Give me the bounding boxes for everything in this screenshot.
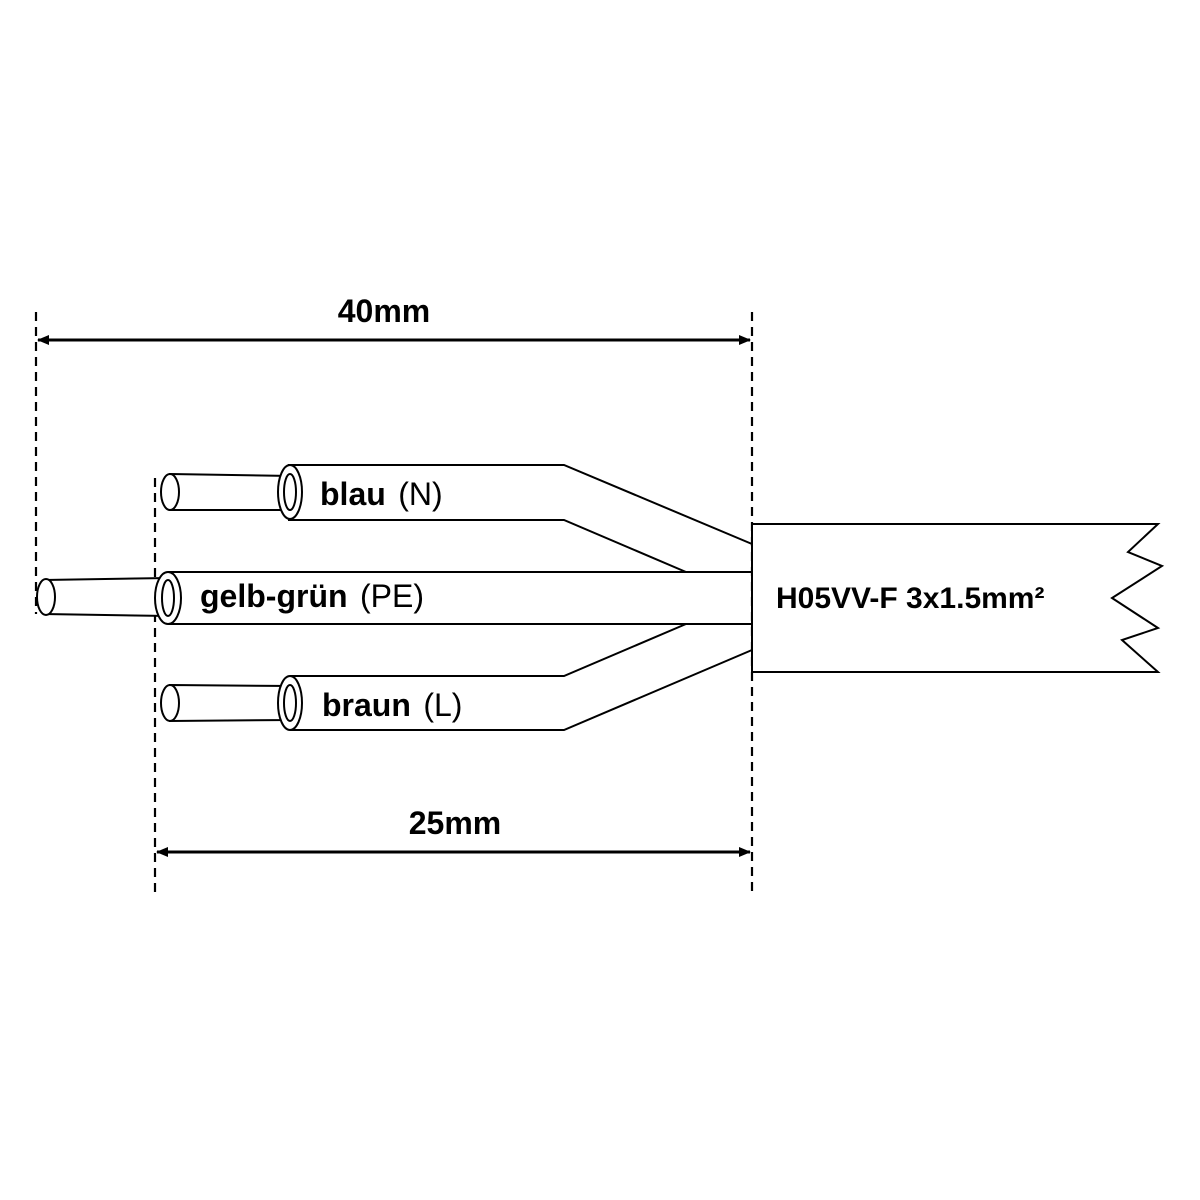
wire-brown-insulation-end-outer [277, 675, 303, 731]
wire-brown-live: braun (L) [160, 623, 753, 731]
wire-blue-insulation [288, 464, 753, 573]
dimension-label-25mm: 25mm [409, 805, 502, 841]
wire-brown-insulation [290, 623, 753, 731]
cable-jacket [751, 523, 1165, 673]
cable-type-label: H05VV-F 3x1.5mm² [776, 582, 1044, 615]
wire-brown-conductor [169, 683, 293, 723]
wire-brown-label: braun (L) [322, 687, 462, 723]
wire-blue-insulation-end-inner [283, 473, 297, 511]
wire-pe-insulation-end-outer [154, 571, 182, 625]
wire-pe-insulation-end-inner [161, 579, 175, 617]
dimension-label-40mm: 40mm [338, 293, 431, 329]
wire-pe-conductor [43, 576, 169, 618]
wire-blue-conductor [169, 472, 293, 511]
wire-pe-label: gelb-grün (PE) [200, 578, 424, 614]
wire-brown-conductor-tip [160, 684, 180, 722]
wire-brown-insulation-end-inner [283, 684, 297, 722]
wire-blue-label: blau (N) [320, 476, 443, 512]
wire-blue-conductor-tip [160, 473, 180, 511]
wire-blue-neutral: blau (N) [160, 464, 753, 573]
wire-pe-conductor-tip [36, 578, 56, 616]
wire-green-yellow-earth: gelb-grün (PE) [36, 571, 752, 625]
wire-blue-insulation-end-outer [277, 464, 303, 520]
wire-pe-insulation [168, 571, 752, 625]
